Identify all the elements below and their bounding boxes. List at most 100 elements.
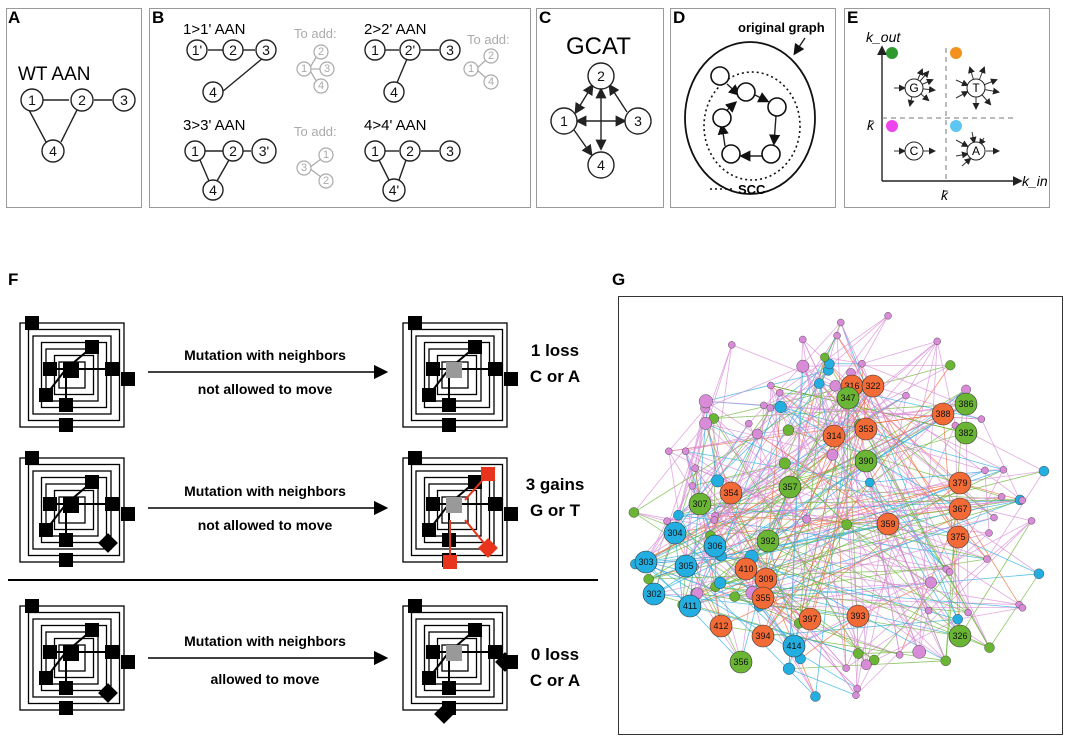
b-node: 3' [251,138,277,164]
svg-text:4: 4 [49,143,57,159]
network-node-small [663,517,671,525]
e-node-t: T [972,81,980,95]
f-row2-result2: G or T [530,501,581,520]
network-node-small [813,378,825,389]
svg-text:414: 414 [786,641,801,651]
panel-e-plot: k_out k_in k̄ k̄ G T C A [866,29,1048,203]
svg-text:326: 326 [952,631,967,641]
network-node-small [824,358,835,370]
network-node-small [853,648,864,659]
svg-text:4: 4 [390,84,398,100]
b-sub-title: 3>3' AAN [183,117,246,134]
network-node: 392 [756,529,780,553]
network-node: 356 [729,650,753,674]
network-node-small [782,424,795,436]
network-node-small [820,352,830,362]
svg-text:2: 2 [488,50,494,62]
network-node-small [796,359,810,373]
svg-text:1: 1 [28,92,36,108]
network-node: 322 [861,374,885,398]
svg-text:390: 390 [858,456,873,466]
b-node: 1 [184,140,206,162]
e-kbar-x: k̄ [941,187,949,203]
b-to-add-label: To add: [467,32,510,47]
svg-text:2: 2 [318,46,324,58]
network-node: 386 [954,392,978,416]
network-node: 367 [948,497,972,521]
network-node: 414 [782,634,806,658]
b-node: 2' [399,39,421,61]
panel-b [149,8,531,208]
network-node-small [999,466,1008,474]
f-row2-line2: not allowed to move [198,517,333,533]
svg-text:393: 393 [850,611,865,621]
network-node: 397 [798,607,822,631]
network-node-small [997,493,1006,501]
network-node-small [895,651,904,659]
panel-a-node: 2 [70,88,94,112]
svg-text:3': 3' [259,143,269,159]
network-node: 314 [822,424,846,448]
network-node-small [940,655,951,667]
network-node-small [691,464,699,472]
b-node: 3 [439,140,461,162]
network-node: 304 [663,521,687,545]
f-row1-result1: 1 loss [531,341,579,360]
network-node-small [776,389,784,397]
svg-text:3: 3 [446,143,454,159]
network-node-small [924,576,937,589]
svg-text:2: 2 [229,42,237,58]
svg-text:1: 1 [301,63,307,75]
b-node: 4 [202,81,224,103]
e-dot-green [886,47,898,59]
svg-text:4: 4 [597,157,605,173]
c-node: 2 [587,62,615,90]
f-row2-line1: Mutation with neighbors [184,483,346,499]
network-node-small [782,662,796,675]
panel-b-label: B [152,8,165,27]
network-node-small [665,447,673,455]
svg-text:410: 410 [738,564,753,574]
svg-text:1: 1 [323,149,329,161]
f-row3-result1: 0 loss [531,645,579,664]
network-node: 305 [674,554,698,578]
e-dot-pink [886,120,898,132]
panel-g-label: G [612,270,626,289]
svg-text:3: 3 [446,42,454,58]
b-node: 1' [186,39,208,61]
panel-c-graph: GCAT 2 1 3 4 [550,33,652,179]
panel-f-diagram: Mutation with neighbors not allowed to m… [8,316,598,724]
panel-a-node: 3 [112,88,136,112]
svg-text:307: 307 [692,499,707,509]
e-dot-blue [950,120,962,132]
network-node-small [810,691,821,702]
network-node-small [924,606,933,615]
network-node: 359 [876,512,900,536]
network-node-small [729,591,740,602]
network-node-small [699,416,712,430]
svg-text:355: 355 [755,593,770,603]
network-node: 306 [703,534,727,558]
network-node-small [1038,465,1050,477]
f-row3-line1: Mutation with neighbors [184,633,346,649]
svg-text:316: 316 [844,381,859,391]
panel-a-node: 4 [41,139,65,163]
b-node: 1 [364,140,386,162]
f-row2-result1: 3 gains [526,475,585,494]
svg-text:2: 2 [406,143,414,159]
panel-d-caption: original graph [738,20,825,35]
svg-text:3: 3 [262,42,270,58]
network-node: 388 [931,402,955,426]
e-kbar-y: k̄ [867,117,875,133]
f-row1-line2: not allowed to move [198,381,333,397]
network-node-small [628,507,640,518]
b-node: 4 [383,81,405,103]
network-node-small [698,394,713,409]
svg-text:386: 386 [958,399,973,409]
panel-a-graph: WT AAN 1 2 3 4 [18,64,136,163]
svg-text:353: 353 [858,424,873,434]
network-node: 393 [846,604,870,628]
b-to-add-label: To add: [294,26,337,41]
network-node: 382 [954,421,978,445]
f-row3-line2: allowed to move [211,671,320,687]
